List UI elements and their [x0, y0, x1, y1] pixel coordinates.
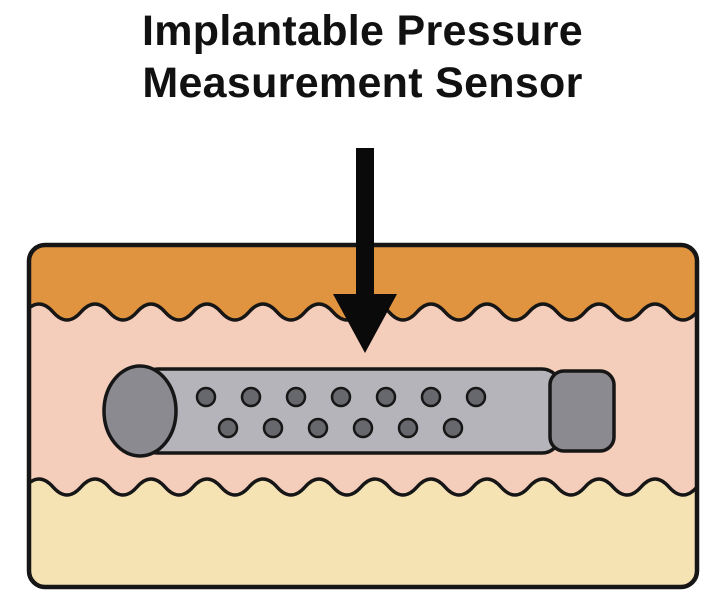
- pointer-arrow-shaft: [356, 148, 374, 300]
- sensor-hole: [330, 386, 352, 408]
- sensor-hole: [195, 386, 217, 408]
- sensor-hole: [420, 386, 442, 408]
- pointer-arrow: [333, 148, 397, 353]
- sensor-hole: [262, 417, 284, 439]
- sensor-hole: [307, 417, 329, 439]
- sensor-right-cap: [548, 369, 616, 453]
- pointer-arrow-head: [333, 294, 397, 353]
- sensor-hole: [397, 417, 419, 439]
- tissue-boundary-lower: [29, 477, 697, 497]
- sensor-hole: [375, 386, 397, 408]
- sensor-hole: [240, 386, 262, 408]
- diagram-title: Implantable Pressure Measurement Sensor: [0, 6, 725, 109]
- sensor-hole: [217, 417, 239, 439]
- diagram-title-line1: Implantable Pressure: [142, 7, 583, 55]
- sensor-hole: [465, 386, 487, 408]
- sensor-body: [138, 367, 562, 455]
- sensor-hole: [442, 417, 464, 439]
- sensor-hole: [285, 386, 307, 408]
- diagram-title-line2: Measurement Sensor: [142, 58, 583, 107]
- sensor-hole: [352, 417, 374, 439]
- sensor-left-cap: [102, 364, 178, 458]
- pressure-sensor: [102, 364, 616, 458]
- sensor-holes: [195, 386, 487, 439]
